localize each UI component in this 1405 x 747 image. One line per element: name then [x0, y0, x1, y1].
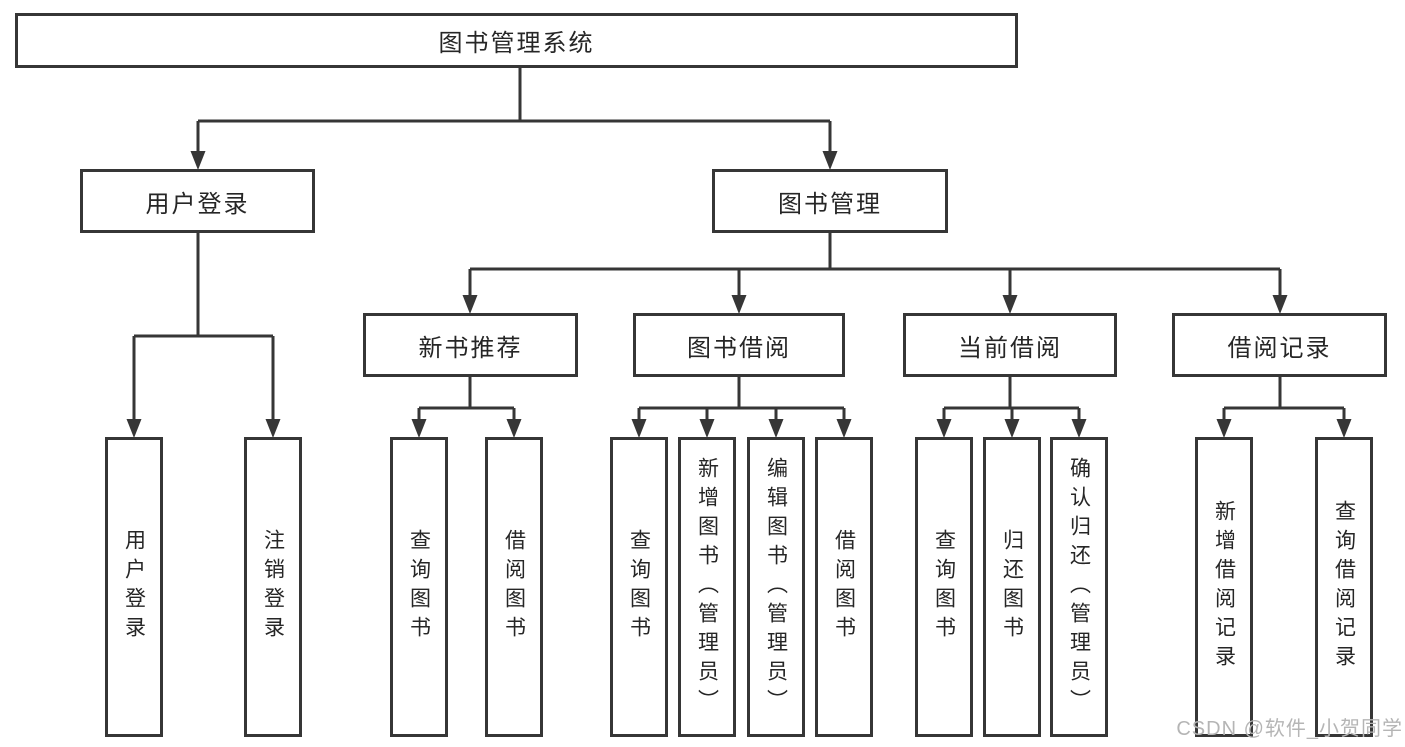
leaf-records-add-record: 新增借阅记录: [1195, 437, 1253, 737]
node-user-login: 用户登录: [80, 169, 315, 233]
leaf-borrowing-edit-books-admin: 编辑图书（管理员）: [747, 437, 805, 737]
leaf-borrowing-query-books: 查询图书: [610, 437, 668, 737]
connector-user-login-children: [126, 233, 281, 438]
connector-root-to-level2: [190, 67, 838, 170]
node-borrowing-records: 借阅记录: [1172, 313, 1387, 377]
connector-book-management-children: [462, 233, 1288, 314]
leaf-current-query-books: 查询图书: [915, 437, 973, 737]
leaf-records-query-record: 查询借阅记录: [1315, 437, 1373, 737]
connector-borrowing-records-children: [1216, 377, 1352, 438]
node-new-book-recommendation: 新书推荐: [363, 313, 578, 377]
node-book-management-system: 图书管理系统: [15, 13, 1018, 68]
node-book-management: 图书管理: [712, 169, 948, 233]
leaf-newbook-query-books: 查询图书: [390, 437, 448, 737]
leaf-borrowing-add-books-admin: 新增图书（管理员）: [678, 437, 736, 737]
csdn-watermark: CSDN @软件_小贺同学: [1176, 718, 1403, 740]
leaf-borrowing-borrow-books: 借阅图书: [815, 437, 873, 737]
leaf-logout: 注销登录: [244, 437, 302, 737]
leaf-current-return-books: 归还图书: [983, 437, 1041, 737]
node-current-borrowing: 当前借阅: [903, 313, 1117, 377]
leaf-newbook-borrow-books: 借阅图书: [485, 437, 543, 737]
node-book-borrowing: 图书借阅: [633, 313, 845, 377]
connector-new-book-children: [411, 377, 522, 438]
connector-book-borrowing-children: [631, 377, 852, 438]
leaf-user-login: 用户登录: [105, 437, 163, 737]
leaf-current-confirm-return-admin: 确认归还（管理员）: [1050, 437, 1108, 737]
connector-current-borrowing-children: [936, 377, 1087, 438]
